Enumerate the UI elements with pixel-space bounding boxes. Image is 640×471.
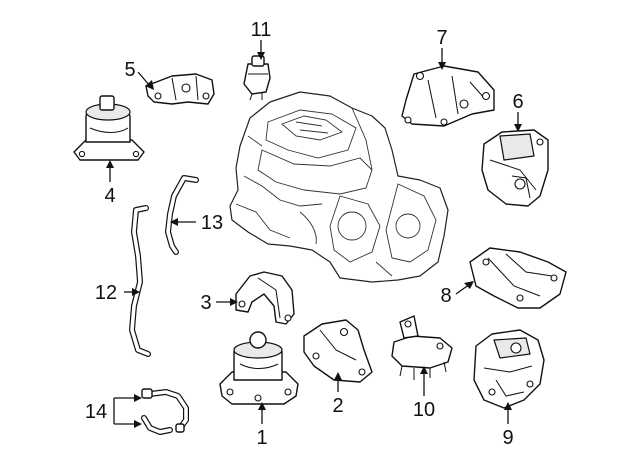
callout-2: 2: [332, 395, 343, 417]
callout-10: 10: [413, 399, 435, 421]
callout-1: 1: [256, 427, 267, 449]
part-4-engine-mount: [73, 95, 145, 161]
part-14-hoses: [141, 388, 189, 435]
part-1-engine-mount: [219, 331, 299, 405]
callout-6: 6: [512, 91, 523, 113]
part-2-bracket: [303, 319, 373, 383]
callout-3: 3: [200, 292, 211, 314]
callout-9: 9: [502, 427, 513, 449]
part-13-hose: [165, 175, 199, 255]
part-12-hose: [129, 205, 151, 357]
part-8-bracket: [469, 247, 567, 309]
part-10-mount: [391, 315, 453, 380]
callout-12: 12: [95, 282, 117, 304]
callout-14: 14: [85, 401, 107, 423]
callout-8: 8: [440, 285, 451, 307]
engine-assembly: [229, 91, 449, 283]
part-3-bracket: [235, 271, 295, 325]
callout-7: 7: [436, 27, 447, 49]
callout-5: 5: [124, 59, 135, 81]
callout-11: 11: [251, 19, 272, 41]
callout-13: 13: [201, 212, 223, 234]
part-9-engine-mount: [473, 329, 545, 409]
callout-4: 4: [104, 185, 115, 207]
leader-lines: [106, 40, 522, 428]
callout-labels: 11 7 5 6 4 13 12 8 3 2 10 14 1 9: [85, 19, 524, 449]
part-6-engine-mount: [481, 129, 549, 207]
part-11-sensor: [243, 55, 271, 101]
part-7-bracket: [401, 65, 495, 127]
part-5-bracket: [145, 73, 215, 105]
